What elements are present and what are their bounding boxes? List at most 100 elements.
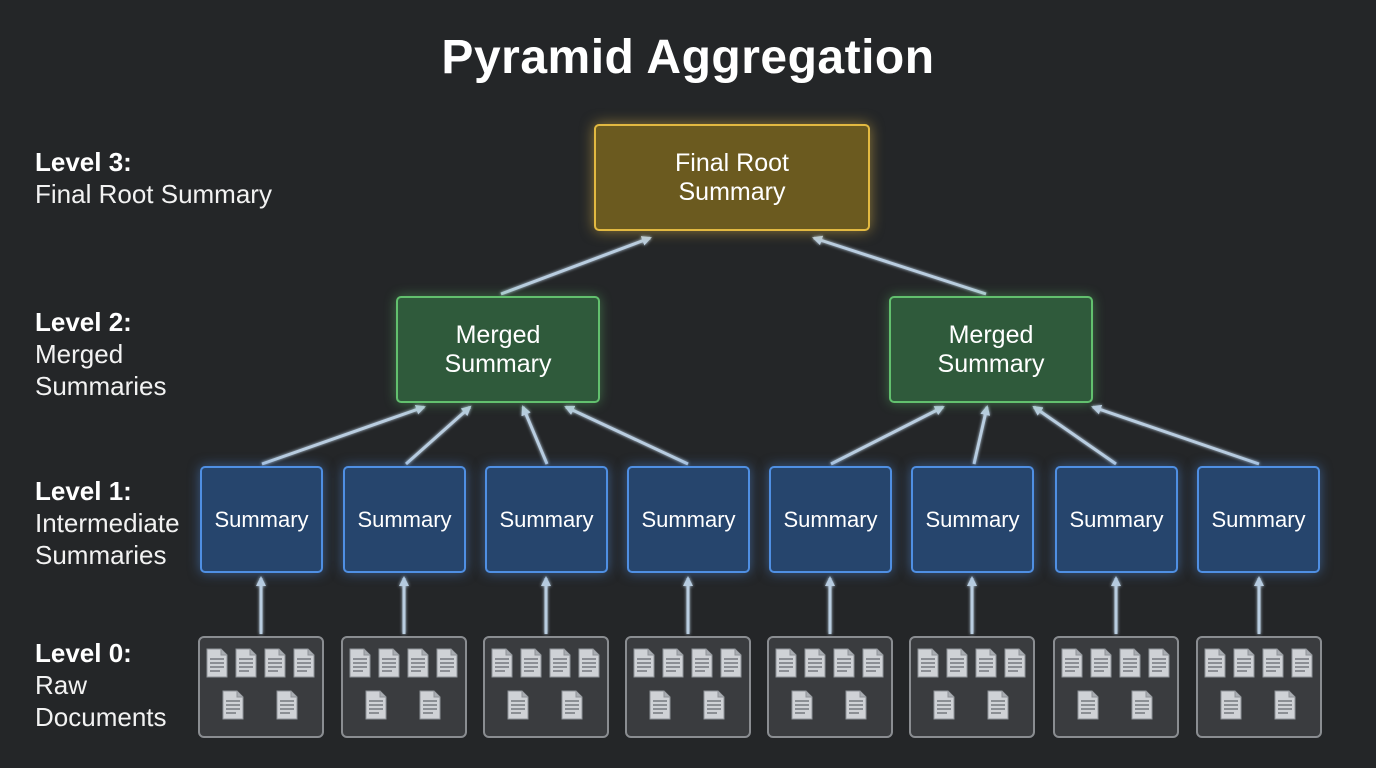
arrow-up-icon xyxy=(521,405,549,465)
document-icon xyxy=(407,648,429,678)
document-icon xyxy=(633,648,655,678)
document-icon xyxy=(649,690,671,720)
document-icon xyxy=(419,690,441,720)
level-0-label: Level 0: Raw Documents xyxy=(35,637,315,733)
document-icon xyxy=(933,690,955,720)
diagram-title: Pyramid Aggregation xyxy=(441,31,935,84)
arrow-up-icon xyxy=(1091,404,1260,466)
level-1-description-line-1: Intermediate xyxy=(35,508,180,538)
merged-1-label-line-1: Merged xyxy=(455,320,541,349)
merged-2-label-line-2: Summary xyxy=(937,349,1045,378)
summary-node-5: Summary xyxy=(769,466,892,573)
raw-document-group-6 xyxy=(909,636,1035,738)
merged-summary-node-1: Merged Summary xyxy=(396,296,600,403)
document-icon xyxy=(1148,648,1170,678)
arrow-up-icon xyxy=(405,405,472,466)
arrow-up-icon xyxy=(564,405,689,466)
document-icon xyxy=(206,648,228,678)
document-icon xyxy=(917,648,939,678)
summary-node-2: Summary xyxy=(343,466,466,573)
summary-node-4: Summary xyxy=(627,466,750,573)
document-icon xyxy=(520,648,542,678)
summary-node-8: Summary xyxy=(1197,466,1320,573)
summary-node-3: Summary xyxy=(485,466,608,573)
document-icon xyxy=(862,648,884,678)
summary-node-7: Summary xyxy=(1055,466,1178,573)
document-icon xyxy=(691,648,713,678)
raw-document-group-4 xyxy=(625,636,751,738)
document-icon xyxy=(1291,648,1313,678)
arrow-up-icon xyxy=(812,235,987,296)
document-icon xyxy=(235,648,257,678)
document-icon xyxy=(946,648,968,678)
document-icon xyxy=(975,648,997,678)
merged-2-label-line-1: Merged xyxy=(948,320,1034,349)
document-icon xyxy=(1131,690,1153,720)
level-2-description-line-1: Merged xyxy=(35,339,124,369)
root-label-line-2: Summary xyxy=(678,177,786,206)
document-icon xyxy=(833,648,855,678)
level-3-label: Level 3: Final Root Summary xyxy=(35,146,315,210)
document-icon xyxy=(561,690,583,720)
document-icon xyxy=(276,690,298,720)
document-icon xyxy=(293,648,315,678)
root-label-line-1: Final Root xyxy=(675,148,789,177)
document-icon xyxy=(222,690,244,720)
document-icon xyxy=(1090,648,1112,678)
document-icon xyxy=(987,690,1009,720)
final-root-summary-node: Final Root Summary xyxy=(594,124,870,231)
document-icon xyxy=(1262,648,1284,678)
merged-1-label-line-2: Summary xyxy=(444,349,552,378)
level-0-number: Level 0: xyxy=(35,638,132,668)
summary-node-1: Summary xyxy=(200,466,323,573)
level-1-number: Level 1: xyxy=(35,476,132,506)
document-icon xyxy=(720,648,742,678)
document-icon xyxy=(804,648,826,678)
document-icon xyxy=(365,690,387,720)
level-1-description-line-2: Summaries xyxy=(35,540,167,570)
raw-document-group-5 xyxy=(767,636,893,738)
raw-document-group-3 xyxy=(483,636,609,738)
document-icon xyxy=(549,648,571,678)
document-icon xyxy=(791,690,813,720)
arrow-up-icon xyxy=(1032,405,1117,466)
document-icon xyxy=(1004,648,1026,678)
arrow-up-icon xyxy=(261,404,426,466)
document-icon xyxy=(507,690,529,720)
raw-document-group-8 xyxy=(1196,636,1322,738)
document-icon xyxy=(436,648,458,678)
document-icon xyxy=(1204,648,1226,678)
document-icon xyxy=(1274,690,1296,720)
raw-document-group-1 xyxy=(198,636,324,738)
document-icon xyxy=(578,648,600,678)
level-2-description-line-2: Summaries xyxy=(35,371,167,401)
document-icon xyxy=(775,648,797,678)
arrow-up-icon xyxy=(972,405,991,465)
document-icon xyxy=(491,648,513,678)
document-icon xyxy=(845,690,867,720)
summary-node-6: Summary xyxy=(911,466,1034,573)
level-3-number: Level 3: xyxy=(35,147,132,177)
document-icon xyxy=(662,648,684,678)
arrow-up-icon xyxy=(830,405,945,466)
document-icon xyxy=(703,690,725,720)
document-icon xyxy=(378,648,400,678)
level-0-description-line-2: Documents xyxy=(35,702,167,732)
document-icon xyxy=(1119,648,1141,678)
document-icon xyxy=(264,648,286,678)
level-2-label: Level 2: Merged Summaries xyxy=(35,306,315,402)
level-1-label: Level 1: Intermediate Summaries xyxy=(35,475,315,571)
raw-document-group-7 xyxy=(1053,636,1179,738)
merged-summary-node-2: Merged Summary xyxy=(889,296,1093,403)
level-2-number: Level 2: xyxy=(35,307,132,337)
raw-document-group-2 xyxy=(341,636,467,738)
level-3-description: Final Root Summary xyxy=(35,179,272,209)
document-icon xyxy=(349,648,371,678)
level-0-description-line-1: Raw xyxy=(35,670,88,700)
document-icon xyxy=(1233,648,1255,678)
document-icon xyxy=(1061,648,1083,678)
document-icon xyxy=(1077,690,1099,720)
document-icon xyxy=(1220,690,1242,720)
